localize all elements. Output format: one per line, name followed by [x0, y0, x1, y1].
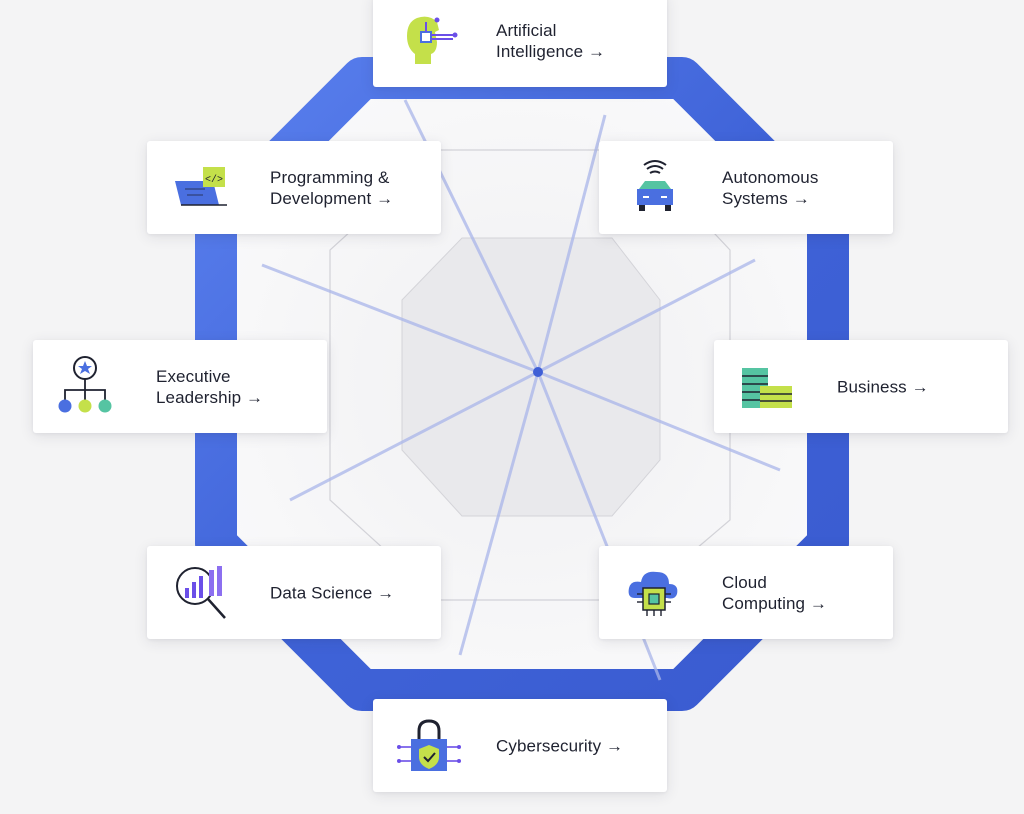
- business-buildings-icon: [736, 354, 804, 418]
- card-programming-development[interactable]: </> Programming & Development →: [147, 141, 441, 234]
- card-label: Business →: [837, 377, 929, 396]
- card-label: Programming & Development →: [270, 167, 394, 208]
- card-cybersecurity[interactable]: Cybersecurity →: [373, 699, 667, 792]
- cloud-chip-icon: [621, 560, 689, 624]
- card-label: Cybersecurity →: [496, 736, 624, 755]
- svg-text:</>: </>: [205, 174, 223, 186]
- autonomous-car-icon: [621, 155, 689, 219]
- wheel-spokes: [261, 99, 781, 681]
- card-label: Executive Leadership →: [156, 366, 264, 407]
- wheel-hub: [533, 367, 543, 377]
- lock-shield-icon: [395, 713, 463, 777]
- card-business[interactable]: Business →: [714, 340, 1008, 433]
- laptop-code-icon: </>: [169, 155, 237, 219]
- card-cloud-computing[interactable]: Cloud Computing →: [599, 546, 893, 639]
- card-label: Cloud Computing →: [722, 572, 828, 613]
- card-label: Artificial Intelligence →: [496, 20, 606, 61]
- org-chart-icon: [55, 354, 123, 418]
- ai-head-icon: [395, 8, 463, 72]
- card-data-science[interactable]: Data Science →: [147, 546, 441, 639]
- card-label: Data Science →: [270, 583, 395, 602]
- card-autonomous-systems[interactable]: Autonomous Systems →: [599, 141, 893, 234]
- card-executive-leadership[interactable]: Executive Leadership →: [33, 340, 327, 433]
- magnifier-chart-icon: [169, 560, 237, 624]
- card-artificial-intelligence[interactable]: Artificial Intelligence →: [373, 0, 667, 87]
- card-label: Autonomous Systems →: [722, 167, 819, 208]
